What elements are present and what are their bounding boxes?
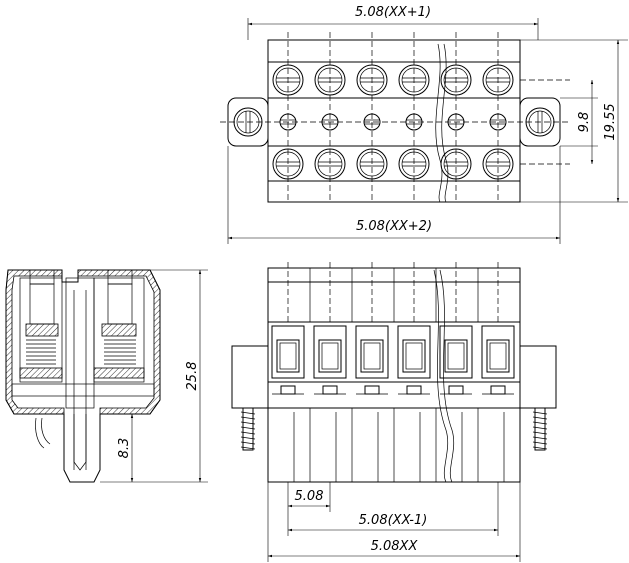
release-slot xyxy=(355,325,389,379)
front-left-flange xyxy=(231,345,269,409)
release-slot xyxy=(313,325,347,379)
mount-hole xyxy=(525,107,555,137)
mount-hole xyxy=(233,107,263,137)
dim-label-pitch: 5.08 xyxy=(295,489,324,504)
dim-label-width-plus1: 5.08(XX+1) xyxy=(355,5,431,20)
screw-head xyxy=(314,148,346,180)
release-slot xyxy=(439,325,473,379)
dim-label-side-height: 25.8 xyxy=(185,362,200,391)
wire-entry xyxy=(279,113,297,131)
dim-label-pitch-total: 5.08XX xyxy=(371,539,419,554)
wire-entry xyxy=(405,113,423,131)
screw-head xyxy=(356,64,388,96)
test-port xyxy=(322,385,338,395)
front-right-flange xyxy=(519,345,557,409)
side-cavity-left xyxy=(19,277,63,383)
screw-head xyxy=(272,148,304,180)
screw-head xyxy=(482,64,514,96)
wire-entry xyxy=(447,113,465,131)
release-slot xyxy=(481,325,515,379)
front-view: 5.08 5.08(XX-1) 5.08XX xyxy=(231,262,557,562)
test-port xyxy=(490,385,506,395)
release-slot xyxy=(397,325,431,379)
screw-head xyxy=(398,64,430,96)
dim-label-overall-height: 19.55 xyxy=(603,103,618,140)
screw-head xyxy=(482,148,514,180)
wire-entry xyxy=(363,113,381,131)
dim-label-hole-spacing: 9.8 xyxy=(577,112,592,133)
break-line xyxy=(435,43,443,203)
side-view: 25.8 8.3 xyxy=(5,269,208,483)
test-port xyxy=(364,385,380,395)
test-port xyxy=(280,385,296,395)
top-view: 5.08(XX+1) 9.8 19.55 5.08(XX+2) xyxy=(220,5,628,244)
screw-head xyxy=(272,64,304,96)
wire-entry xyxy=(321,113,339,131)
screw-head xyxy=(398,148,430,180)
test-port xyxy=(406,385,422,395)
screw-head xyxy=(314,64,346,96)
screw-head xyxy=(356,148,388,180)
test-port xyxy=(448,385,464,395)
dim-label-pitch-minus1: 5.08(XX-1) xyxy=(359,513,428,528)
front-pin-row xyxy=(267,262,515,482)
dim-label-width-plus2: 5.08(XX+2) xyxy=(356,219,432,234)
wire-entry xyxy=(489,113,507,131)
top-body-outline xyxy=(267,39,521,203)
release-slot xyxy=(271,325,305,379)
screw-head xyxy=(440,64,472,96)
top-pin-row xyxy=(233,32,555,202)
dim-label-pin-length: 8.3 xyxy=(117,438,132,459)
